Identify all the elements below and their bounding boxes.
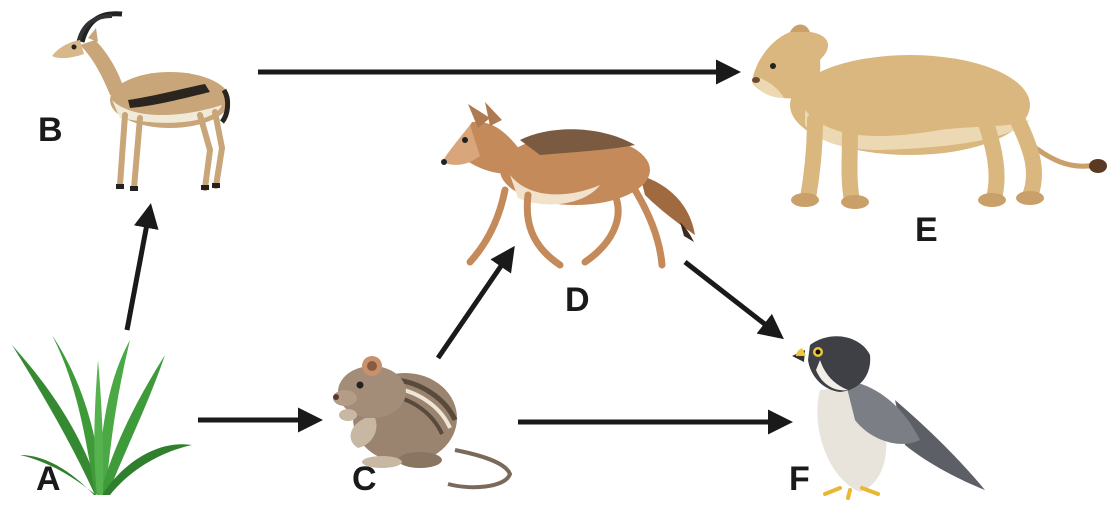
lioness-icon bbox=[752, 24, 1107, 209]
mouse-icon bbox=[333, 356, 513, 490]
arrow-d-to-f bbox=[683, 260, 784, 340]
node-label-f: F bbox=[789, 460, 810, 498]
arrows bbox=[124, 59, 793, 435]
node-label-a: A bbox=[36, 460, 61, 498]
jackal-icon bbox=[441, 102, 695, 269]
node-label-b: B bbox=[38, 111, 63, 149]
falcon-icon bbox=[792, 336, 985, 500]
node-label-d: D bbox=[565, 281, 590, 319]
arrow-a-to-b bbox=[124, 203, 159, 331]
grass-icon bbox=[12, 335, 192, 495]
arrow-c-to-d bbox=[435, 245, 515, 360]
gazelle-icon bbox=[52, 11, 231, 191]
node-label-e: E bbox=[915, 211, 938, 249]
node-label-c: C bbox=[352, 460, 377, 498]
